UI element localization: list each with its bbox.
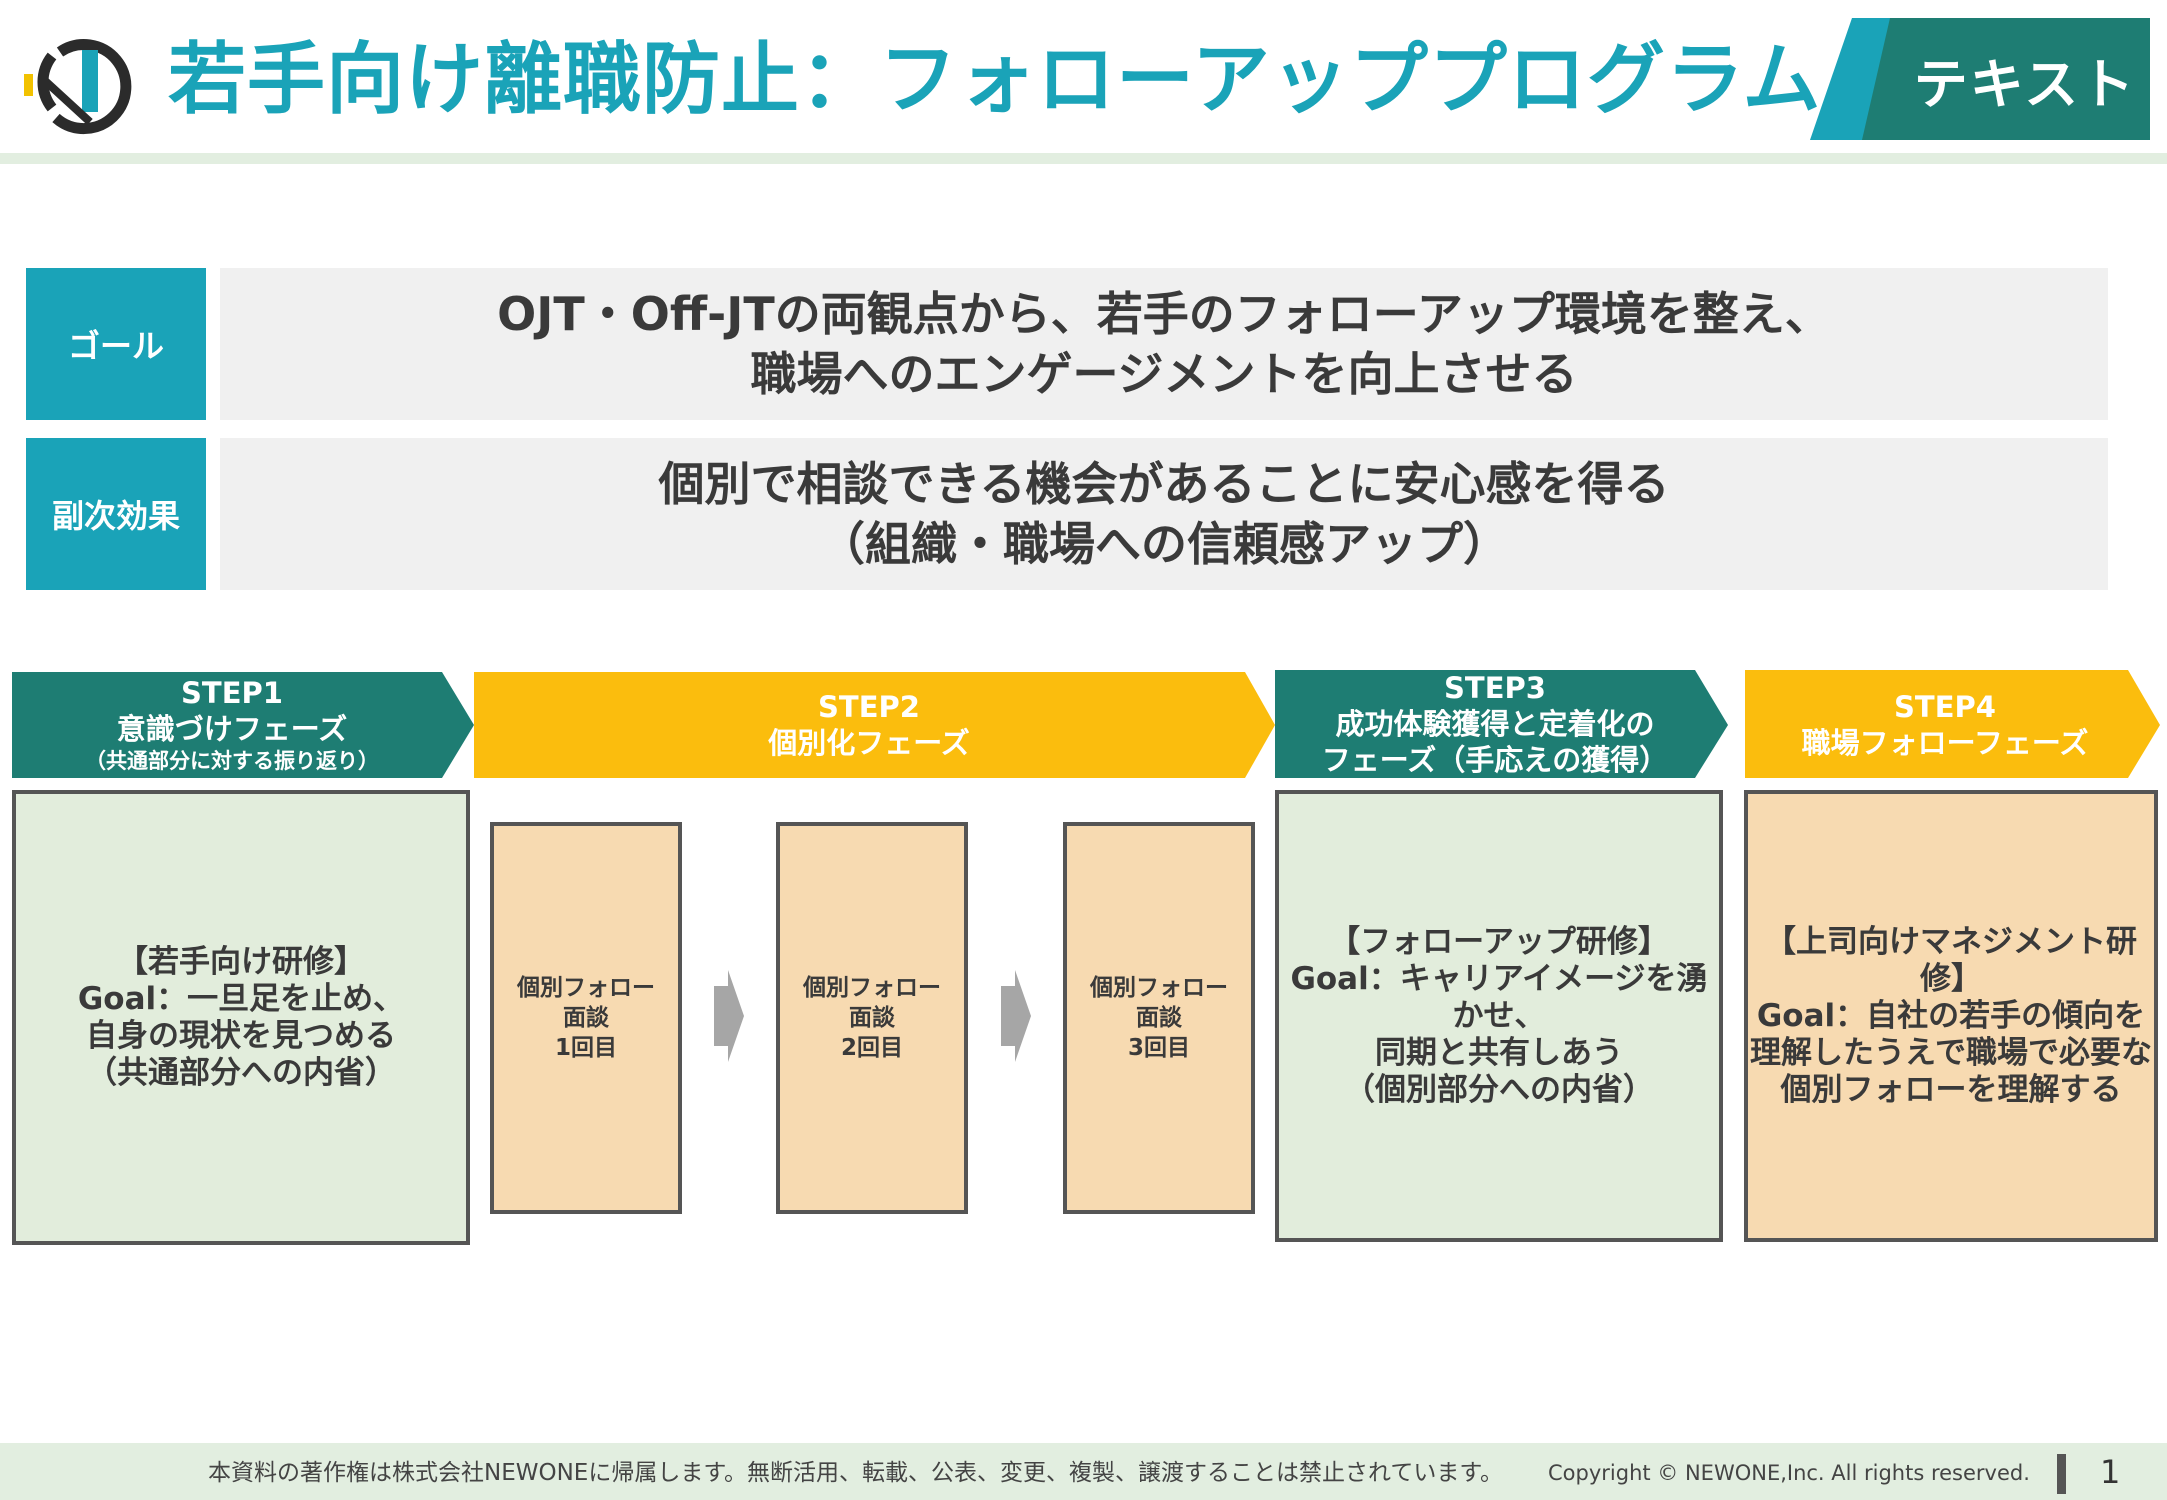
step3-box-line: 同期と共有しあう bbox=[1375, 1034, 1623, 1071]
footer-separator bbox=[2057, 1454, 2066, 1494]
step2-arrow bbox=[474, 672, 1275, 778]
step1-box: 【若手向け研修】 Goal：一旦足を止め、 自身の現状を見つめる （共通部分への… bbox=[12, 790, 470, 1245]
step1-box-line: Goal：一旦足を止め、 bbox=[77, 980, 405, 1017]
step4-box-line: Goal：自社の若手の傾向を bbox=[1756, 997, 2146, 1034]
session-line: 3回目 bbox=[1127, 1035, 1190, 1061]
session-line: 2回目 bbox=[840, 1035, 903, 1061]
session-line: 個別フォロー bbox=[803, 975, 941, 1001]
step3-number: STEP3 bbox=[1444, 671, 1546, 705]
newone-logo-icon bbox=[22, 26, 147, 138]
step4-box-line: 【上司向けマネジメント研修】 bbox=[1765, 923, 2137, 997]
step1-box-line: 自身の現状を見つめる bbox=[86, 1017, 396, 1054]
step1-note: （共通部分に対する振り返り） bbox=[85, 749, 379, 773]
followup-session-box-1: 個別フォロー 面談 1回目 bbox=[490, 822, 682, 1214]
step3-box: 【フォローアップ研修】 Goal：キャリアイメージを湧かせ、 同期と共有しあう … bbox=[1275, 790, 1723, 1242]
goal-label: ゴール bbox=[26, 268, 206, 420]
category-badge bbox=[1810, 18, 2150, 140]
session-line: 個別フォロー bbox=[517, 975, 655, 1001]
step3-box-line: （個別部分への内省） bbox=[1344, 1071, 1654, 1108]
session-line: 個別フォロー bbox=[1090, 975, 1228, 1001]
goal-text: OJT・Off-JTの両観点から、若手のフォローアップ環境を整え、 職場へのエン… bbox=[220, 268, 2108, 420]
category-badge-label: テキスト bbox=[1913, 52, 2137, 116]
step1-box-line: 【若手向け研修】 bbox=[117, 943, 365, 980]
side-effect-text: 個別で相談できる機会があることに安心感を得る （組織・職場への信頼感アップ） bbox=[220, 438, 2108, 590]
step3-box-line: 【フォローアップ研修】 bbox=[1329, 923, 1669, 960]
step3-name: 成功体験獲得と定着化の bbox=[1335, 707, 1655, 741]
arrow-right-icon bbox=[714, 970, 744, 1062]
step1-arrow bbox=[12, 672, 474, 778]
step3-box-line: Goal：キャリアイメージを湧かせ、 bbox=[1290, 960, 1708, 1034]
page-number: 1 bbox=[2100, 1453, 2121, 1491]
session-line: 面談 bbox=[563, 1005, 609, 1031]
step1-header: STEP1 意識づけフェーズ （共通部分に対する振り返り） bbox=[12, 672, 452, 778]
step3-header: STEP3 成功体験獲得と定着化の フェーズ（手応えの獲得） bbox=[1280, 668, 1710, 780]
step4-name: 職場フォローフェーズ bbox=[1801, 726, 2089, 760]
footer-rights: Copyright © NEWONE,Inc. All rights reser… bbox=[1548, 1461, 2030, 1485]
side-effect-line-2: （組織・職場への信頼感アップ） bbox=[819, 517, 1509, 571]
step2-name: 個別化フェーズ bbox=[768, 726, 970, 760]
session-line: 面談 bbox=[1136, 1005, 1182, 1031]
step1-name: 意識づけフェーズ bbox=[116, 712, 348, 746]
followup-session-box-3: 個別フォロー 面談 3回目 bbox=[1063, 822, 1255, 1214]
step1-box-line: （共通部分への内省） bbox=[86, 1054, 396, 1091]
step1-number: STEP1 bbox=[181, 676, 283, 710]
step3-arrow bbox=[1275, 670, 1728, 778]
footer-bar bbox=[0, 1443, 2167, 1500]
goal-line-1: OJT・Off-JTの両観点から、若手のフォローアップ環境を整え、 bbox=[497, 287, 1831, 341]
followup-session-box-2: 個別フォロー 面談 2回目 bbox=[776, 822, 968, 1214]
side-effect-line-1: 個別で相談できる機会があることに安心感を得る bbox=[658, 457, 1670, 511]
step4-box-line: 理解したうえで職場で必要な bbox=[1749, 1034, 2153, 1071]
header-divider bbox=[0, 153, 2167, 164]
session-line: 面談 bbox=[849, 1005, 895, 1031]
footer-copyright-notice: 本資料の著作権は株式会社NEWONEに帰属します。無断活用、転載、公表、変更、複… bbox=[208, 1460, 1504, 1486]
page-title: 若手向け離職防止：フォローアッププログラム bbox=[168, 35, 1822, 125]
step4-number: STEP4 bbox=[1894, 690, 1996, 724]
session-line: 1回目 bbox=[554, 1035, 617, 1061]
step2-header: STEP2 個別化フェーズ bbox=[474, 672, 1264, 778]
step4-header: STEP4 職場フォローフェーズ bbox=[1745, 672, 2145, 778]
side-effect-label: 副次効果 bbox=[26, 438, 206, 590]
goal-line-2: 職場へのエンゲージメントを向上させる bbox=[750, 347, 1578, 401]
arrow-right-icon bbox=[1001, 970, 1031, 1062]
step4-arrow bbox=[1745, 670, 2160, 778]
step-arrows bbox=[12, 670, 2160, 778]
step4-box-line: 個別フォローを理解する bbox=[1780, 1071, 2122, 1108]
step3-name2: フェーズ（手応えの獲得） bbox=[1321, 743, 1669, 777]
step2-number: STEP2 bbox=[818, 690, 920, 724]
step4-box: 【上司向けマネジメント研修】 Goal：自社の若手の傾向を 理解したうえで職場で… bbox=[1744, 790, 2158, 1242]
